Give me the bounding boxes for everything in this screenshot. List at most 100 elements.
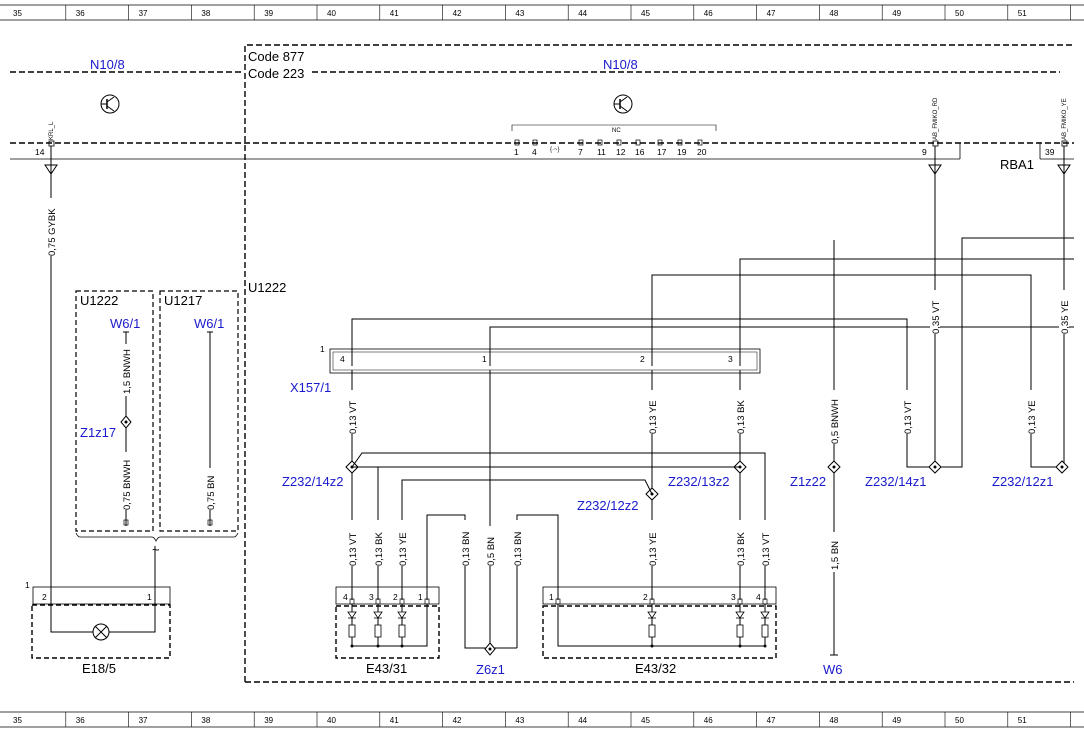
n10-pin: 12 bbox=[616, 147, 626, 157]
z232-12z2-label: Z232/12z2 bbox=[577, 498, 638, 513]
x157-pin-3: 3 bbox=[728, 354, 733, 364]
ruler-cell: 35 bbox=[13, 716, 22, 725]
n10-pin: 16 bbox=[635, 147, 645, 157]
transistor-icon bbox=[100, 94, 120, 114]
wire-bn-e43-32 bbox=[516, 514, 559, 648]
ruler-cell: 50 bbox=[955, 9, 964, 18]
wire-ye-top bbox=[651, 274, 1062, 468]
x157-pin-2: 2 bbox=[640, 354, 645, 364]
z1z22-label: Z1z22 bbox=[790, 474, 826, 489]
n10-8-label-left: N10/8 bbox=[90, 57, 125, 72]
wire-label-ye-013-a: 0,13 YE bbox=[648, 400, 659, 434]
contact-pin: 3 bbox=[731, 592, 736, 602]
lamp-icon bbox=[92, 623, 110, 641]
brace-icon bbox=[75, 532, 239, 542]
wire-label-bk-013-c: 0,13 BK bbox=[374, 532, 385, 566]
z232-12z1-label: Z232/12z1 bbox=[992, 474, 1053, 489]
wire-label-vt-013-a: 0,13 VT bbox=[348, 401, 359, 434]
svg-text:~: ~ bbox=[152, 542, 160, 557]
code-223-label: Code 223 bbox=[248, 66, 304, 81]
wire-label-bnwh-15: 1,5 BNWH bbox=[122, 349, 133, 394]
contact-pin: 3 bbox=[369, 592, 374, 602]
svg-text:1: 1 bbox=[320, 344, 325, 354]
led-resistor-icon bbox=[347, 604, 357, 648]
wire-label-vt-013-c: 0,13 VT bbox=[348, 533, 359, 566]
x157-pin-4: 4 bbox=[340, 354, 345, 364]
contact-pin: 4 bbox=[756, 592, 761, 602]
ruler-cell: 36 bbox=[76, 716, 85, 725]
wire-label-bn-05: 0,5 BN bbox=[486, 537, 497, 566]
n10-pin: 17 bbox=[657, 147, 667, 157]
x157-1-connector bbox=[329, 348, 761, 374]
ruler-cell: 49 bbox=[892, 716, 901, 725]
svg-text:1: 1 bbox=[25, 580, 30, 590]
n10-pin: 11 bbox=[597, 147, 606, 157]
ruler-cell: 45 bbox=[641, 716, 650, 725]
nc-label: NC bbox=[612, 128, 621, 134]
ruler-cell: 47 bbox=[767, 9, 776, 18]
led-resistor-icon bbox=[760, 604, 770, 648]
ground-arrow-icon bbox=[44, 164, 58, 175]
ruler-cell: 40 bbox=[327, 716, 336, 725]
e18-5-label: E18/5 bbox=[82, 661, 116, 676]
ruler-cell: 46 bbox=[704, 716, 713, 725]
wire-label-gybk: 0,75 GYBK bbox=[47, 208, 58, 256]
led-resistor-icon bbox=[647, 604, 657, 648]
ruler-cell: 50 bbox=[955, 716, 964, 725]
u1222-label-top: U1222 bbox=[248, 280, 286, 295]
e43-31-box bbox=[335, 605, 440, 659]
wire-bn-top bbox=[489, 326, 1074, 366]
signal-fmiko-ye: AB_FMIKO_YE bbox=[1062, 98, 1068, 140]
code-877-frame bbox=[244, 44, 1074, 682]
rba1-label: RBA1 bbox=[1000, 157, 1034, 172]
e18-pin-1: 1 bbox=[147, 592, 152, 602]
ruler-cell: 43 bbox=[515, 9, 524, 18]
ruler-cell: 45 bbox=[641, 9, 650, 18]
led-resistor-icon bbox=[373, 604, 383, 648]
ruler-cell: 42 bbox=[453, 716, 462, 725]
signal-krl-l: KRL_L bbox=[49, 121, 55, 140]
contact-pin: 1 bbox=[549, 592, 554, 602]
wire-label-bnwh-075: 0,75 BNWH bbox=[122, 460, 133, 510]
u1222-box bbox=[75, 290, 154, 532]
contact-pin: 1 bbox=[418, 592, 423, 602]
wire-label-bn-15: 1,5 BN bbox=[830, 541, 841, 570]
wire-label-vt-013-d: 0,13 VT bbox=[761, 533, 772, 566]
u1217-box bbox=[159, 290, 239, 532]
ruler-cell: 37 bbox=[139, 716, 148, 725]
u1222-box-label: U1222 bbox=[80, 293, 118, 308]
z6z1-label: Z6z1 bbox=[476, 662, 505, 677]
ruler-cell: 44 bbox=[578, 9, 587, 18]
n10-pin: 19 bbox=[677, 147, 687, 157]
ruler-cell: 41 bbox=[390, 9, 399, 18]
wire-label-ye-013-b: 0,13 YE bbox=[1027, 400, 1038, 434]
svg-text:{·~}: {·~} bbox=[550, 147, 560, 153]
x157-1-label: X157/1 bbox=[290, 380, 331, 395]
wire-label-ye-013-d: 0,13 YE bbox=[648, 532, 659, 566]
n10-pin: 1 bbox=[514, 147, 519, 157]
wire-label-ye-035: 0,35 YE bbox=[1060, 300, 1071, 334]
x157-pin-1: 1 bbox=[482, 354, 487, 364]
wire-label-bk-013-a: 0,13 BK bbox=[736, 400, 747, 434]
z232-14z1-label: Z232/14z1 bbox=[865, 474, 926, 489]
u1217-box-label: U1217 bbox=[164, 293, 202, 308]
e18-pin-2: 2 bbox=[42, 592, 47, 602]
ruler-cell: 38 bbox=[201, 9, 210, 18]
n10-pin: 20 bbox=[697, 147, 707, 157]
n10-pin: 7 bbox=[578, 147, 583, 157]
w6-label: W6 bbox=[823, 662, 843, 677]
e18-5-box bbox=[31, 604, 171, 659]
ruler-cell: 36 bbox=[76, 9, 85, 18]
ruler-cell: 39 bbox=[264, 716, 273, 725]
ruler-cell: 43 bbox=[515, 716, 524, 725]
pin-14: 14 bbox=[35, 147, 45, 157]
ruler-cell: 38 bbox=[201, 716, 210, 725]
wire-label-bnwh-05: 0,5 BNWH bbox=[830, 399, 841, 444]
ruler-cell: 37 bbox=[139, 9, 148, 18]
ruler-cell: 48 bbox=[829, 716, 838, 725]
